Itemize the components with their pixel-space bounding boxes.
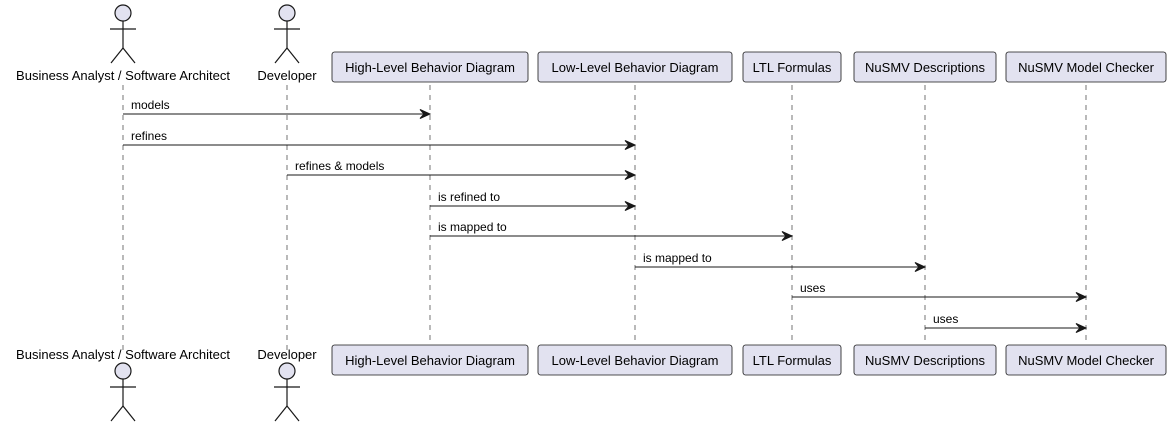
message-arrow: uses [925, 312, 1088, 333]
participant-label: NuSMV Descriptions [865, 353, 985, 368]
message-label: is mapped to [438, 220, 507, 234]
participant-label: LTL Formulas [753, 60, 832, 75]
participant-box-bottom-llbd: Low-Level Behavior Diagram [537, 344, 733, 376]
message-arrow: is mapped to [430, 220, 794, 241]
participant-box-top-ltl: LTL Formulas [742, 51, 842, 83]
participant-box-top-llbd: Low-Level Behavior Diagram [537, 51, 733, 83]
participant-box-top-nusmvd: NuSMV Descriptions [853, 51, 997, 83]
participant-label: High-Level Behavior Diagram [345, 60, 515, 75]
arrowhead-icon [624, 170, 637, 180]
participant-label: High-Level Behavior Diagram [345, 353, 515, 368]
actor-bottom-ba-icon [110, 362, 136, 422]
message-label: refines [131, 129, 167, 143]
message-arrow: refines & models [287, 159, 637, 180]
participant-label: Low-Level Behavior Diagram [552, 60, 719, 75]
arrowhead-icon [781, 231, 794, 241]
participant-box-bottom-nusmvmc: NuSMV Model Checker [1005, 344, 1167, 376]
participant-box-bottom-ltl: LTL Formulas [742, 344, 842, 376]
message-label: is mapped to [643, 251, 712, 265]
message-arrow: is refined to [430, 190, 637, 211]
arrowhead-icon [624, 201, 637, 211]
participant-label: NuSMV Descriptions [865, 60, 985, 75]
actor-label-bottom-dev: Developer [257, 347, 317, 362]
actor-label-bottom-ba: Business Analyst / Software Architect [16, 347, 230, 362]
message-label: is refined to [438, 190, 500, 204]
arrowhead-icon [419, 109, 432, 119]
participant-label: LTL Formulas [753, 353, 832, 368]
participant-label: NuSMV Model Checker [1018, 353, 1154, 368]
message-label: refines & models [295, 159, 384, 173]
arrowhead-icon [1075, 292, 1088, 302]
participant-box-bottom-hlbd: High-Level Behavior Diagram [331, 344, 529, 376]
message-arrow: refines [123, 129, 637, 150]
actor-top-ba-icon [110, 4, 136, 64]
message-label: uses [933, 312, 958, 326]
message-arrow: models [123, 98, 432, 119]
message-label: uses [800, 281, 825, 295]
message-arrow: uses [792, 281, 1088, 302]
actor-top-dev-icon [274, 4, 300, 64]
participant-box-top-hlbd: High-Level Behavior Diagram [331, 51, 529, 83]
arrowhead-icon [914, 262, 927, 272]
participant-label: Low-Level Behavior Diagram [552, 353, 719, 368]
participant-label: NuSMV Model Checker [1018, 60, 1154, 75]
actor-label-top-ba: Business Analyst / Software Architect [16, 68, 230, 83]
arrowhead-icon [1075, 323, 1088, 333]
message-arrow: is mapped to [635, 251, 927, 272]
message-label: models [131, 98, 170, 112]
actor-label-top-dev: Developer [257, 68, 317, 83]
participant-box-top-nusmvmc: NuSMV Model Checker [1005, 51, 1167, 83]
arrowhead-icon [624, 140, 637, 150]
participant-box-bottom-nusmvd: NuSMV Descriptions [853, 344, 997, 376]
actor-bottom-dev-icon [274, 362, 300, 422]
